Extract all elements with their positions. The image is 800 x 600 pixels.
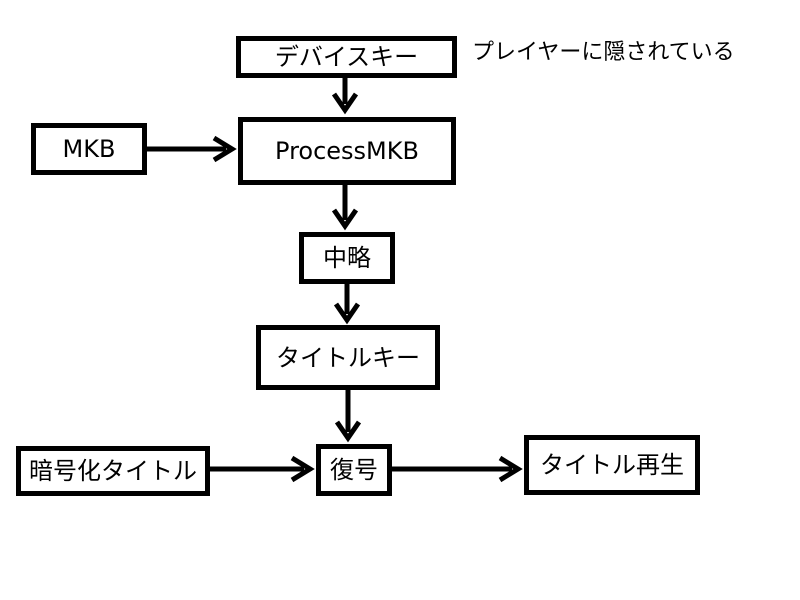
node-title-playback: タイトル再生 [524, 435, 700, 495]
node-decrypt: 復号 [316, 444, 392, 496]
node-title-playback-label: タイトル再生 [540, 451, 684, 479]
node-device-key: デバイスキー [236, 36, 457, 78]
arrow-processmkb-to-abbrev-head [331, 208, 359, 231]
node-title-key-label: タイトルキー [276, 343, 420, 372]
node-title-key: タイトルキー [256, 325, 440, 390]
arrow-abbrev-to-titlekey-head [333, 302, 361, 325]
node-encrypted-title: 暗号化タイトル [16, 446, 210, 496]
node-mkb: MKB [31, 123, 147, 175]
node-process-mkb-label: ProcessMKB [275, 137, 419, 165]
arrow-titlekey-to-decrypt-head [334, 420, 362, 443]
arrow-mkb-to-processmkb-head [212, 135, 237, 163]
arrow-enctitle-to-decrypt-head [290, 455, 315, 483]
node-mkb-label: MKB [62, 135, 116, 163]
arrow-decrypt-to-playback-head [498, 455, 523, 483]
node-encrypted-title-label: 暗号化タイトル [29, 457, 197, 485]
node-device-key-label: デバイスキー [274, 43, 419, 71]
node-decrypt-label: 復号 [330, 456, 378, 484]
node-process-mkb: ProcessMKB [238, 117, 456, 185]
node-abbreviated: 中略 [299, 232, 395, 284]
device-key-hidden-note: プレイヤーに隠されている [472, 40, 735, 65]
node-abbreviated-label: 中略 [323, 244, 371, 272]
arrow-devicekey-to-processmkb-head [331, 92, 359, 115]
